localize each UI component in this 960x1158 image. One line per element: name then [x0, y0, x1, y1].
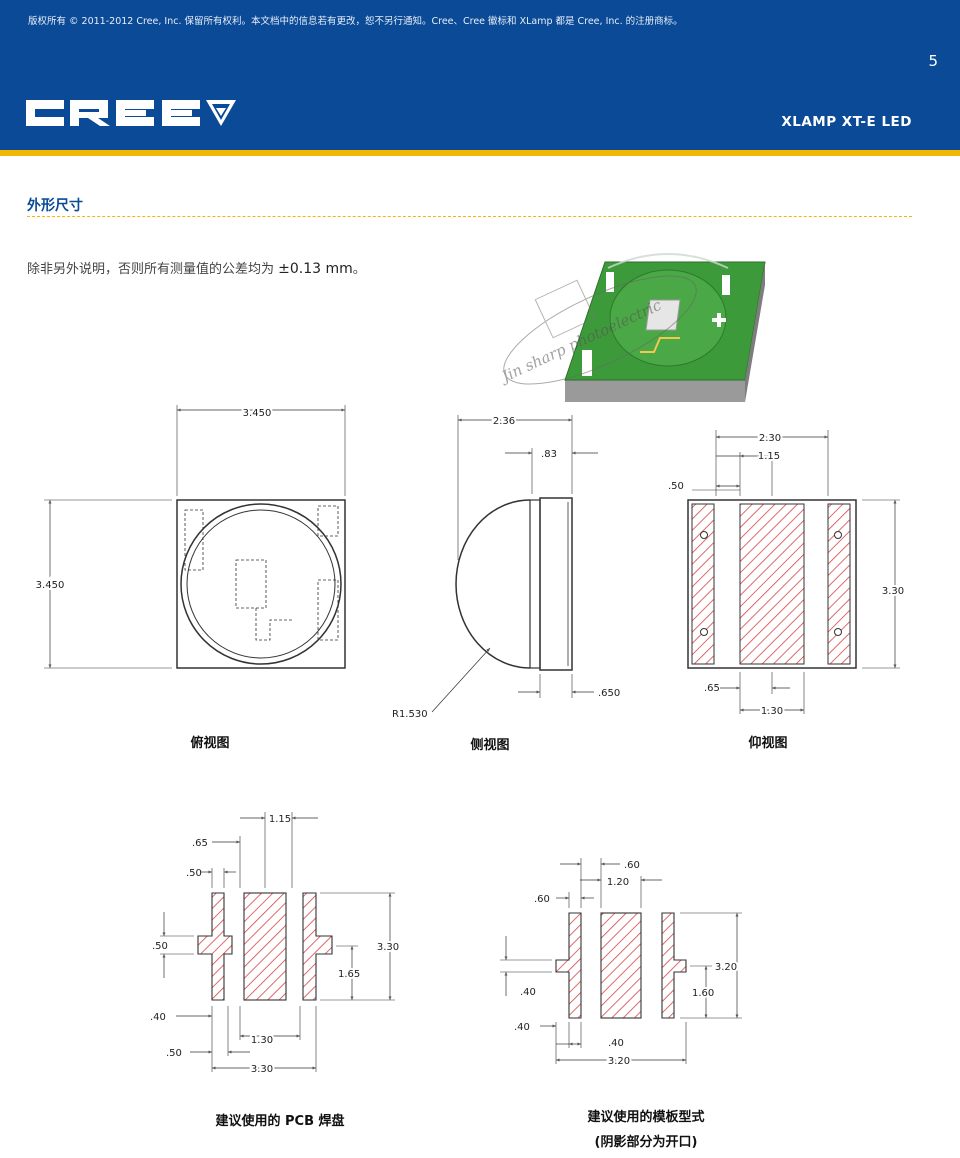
pcb-pad-dim-0-50-left: .50 [152, 941, 168, 952]
stencil-dim-0-40-bottom: .40 [608, 1038, 624, 1049]
pcb-pad-caption: 建议使用的 PCB 焊盘 [215, 1114, 345, 1129]
bottom-view-height-label: 3.30 [882, 586, 904, 597]
stencil-dim-1-60: 1.60 [692, 988, 714, 999]
copyright-notice: 版权所有 © 2011-2012 Cree, Inc. 保留所有权利。本文档中的… [28, 16, 683, 27]
page-number: 5 [928, 52, 938, 70]
tolerance-prefix: 除非另外说明，否则所有测量值的公差均为 [27, 262, 275, 277]
tolerance-value: ±0.13 mm [278, 261, 353, 277]
stencil-dim-3-20-horizontal: 3.20 [608, 1056, 630, 1067]
tolerance-note: 除非另外说明，否则所有测量值的公差均为 ±0.13 mm。 [27, 258, 366, 277]
bottom-view-caption: 仰视图 [748, 736, 788, 751]
page-header: 版权所有 © 2011-2012 Cree, Inc. 保留所有权利。本文档中的… [0, 0, 960, 150]
pcb-pad-dim-0-40: .40 [150, 1012, 166, 1023]
stencil-caption-line2: (阴影部分为开口) [594, 1135, 698, 1150]
stencil-dim-0-60-top: .60 [624, 860, 640, 871]
led-package-illustration [564, 253, 766, 402]
stencil-dim-0-60-left: .60 [534, 894, 550, 905]
cree-logo [26, 100, 236, 126]
top-view-height-label: 3.450 [36, 580, 65, 591]
bottom-view-center-pad-label: 1.15 [758, 451, 780, 462]
pcb-pad-dim-0-50-top: .50 [186, 868, 202, 879]
side-view-radius-label: R1.530 [392, 709, 428, 720]
pcb-pad-dim-0-50-bottom: .50 [166, 1048, 182, 1059]
side-view-caption: 侧视图 [470, 738, 510, 753]
bottom-view-margin-label: .50 [668, 481, 684, 492]
top-view-drawing [44, 405, 346, 669]
stencil-dim-1-20: 1.20 [607, 877, 629, 888]
tolerance-suffix: 。 [352, 262, 366, 277]
stencil-drawing [500, 858, 742, 1064]
section-divider [27, 216, 912, 217]
stencil-dim-0-40-left: .40 [520, 987, 536, 998]
stencil-dim-3-20-vertical: 3.20 [715, 962, 737, 973]
top-view-caption: 俯视图 [190, 736, 230, 751]
pcb-pad-dim-1-30: 1.30 [251, 1035, 273, 1046]
side-view-lens-gap-label: .83 [541, 449, 557, 460]
pcb-pad-dim-3-30-horizontal: 3.30 [251, 1064, 273, 1075]
top-view-width-label: 3.450 [243, 408, 272, 419]
side-view-overall-label: 2.36 [493, 416, 515, 427]
bottom-view-width-label: 2.30 [759, 433, 781, 444]
pcb-pad-dim-3-30-vertical: 3.30 [377, 942, 399, 953]
bottom-view-gap-label: .65 [704, 683, 720, 694]
pcb-pad-drawing [160, 812, 395, 1072]
pcb-pad-dim-1-65: 1.65 [338, 969, 360, 980]
stencil-dim-0-40-bottom-left: .40 [514, 1022, 530, 1033]
header-accent-rule [0, 150, 960, 156]
side-view-base-label: .650 [598, 688, 620, 699]
stencil-caption-line1: 建议使用的模板型式 [587, 1110, 705, 1125]
pcb-pad-dim-0-65: .65 [192, 838, 208, 849]
section-title: 外形尺寸 [27, 198, 83, 214]
bottom-view-drawing [687, 430, 900, 714]
pcb-pad-dim-1-15: 1.15 [269, 814, 291, 825]
bottom-view-inner-label: 1.30 [761, 706, 783, 717]
side-view-drawing [431, 415, 598, 713]
product-name: XLAMP XT-E LED [781, 114, 912, 130]
